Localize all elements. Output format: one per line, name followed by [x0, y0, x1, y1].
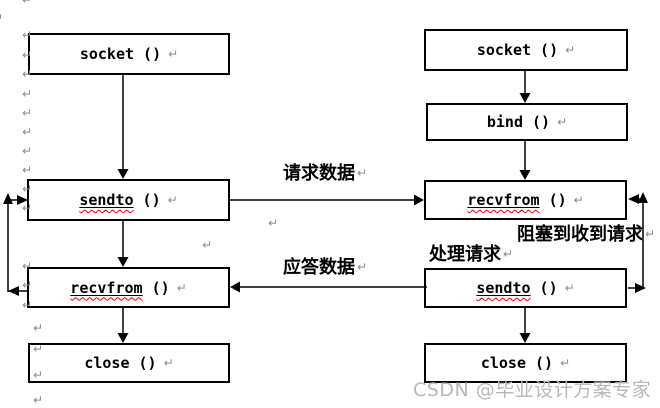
node-label: socket (): [476, 41, 559, 59]
paragraph-mark: ↵: [503, 247, 514, 261]
paragraph-mark: ↵: [168, 47, 179, 61]
paragraph-mark: ↵: [22, 125, 33, 139]
node-server-sendto: sendto () ↵: [424, 268, 627, 308]
node-client-socket: socket () ↵: [28, 33, 230, 75]
paragraph-mark: ↵: [22, 278, 33, 292]
node-client-sendto: sendto () ↵: [27, 179, 230, 221]
label-block-until-request: 阻塞到收到请求↵: [517, 224, 656, 245]
paragraph-mark: ↵: [560, 356, 571, 370]
paragraph-mark: ↵: [22, 298, 33, 312]
arrow-client-sendto-to-recvfrom: [117, 221, 129, 267]
paragraph-mark: ↵: [202, 238, 213, 252]
arrow-client-socket-to-sendto: [117, 75, 129, 179]
paragraph-mark: ↵: [33, 393, 44, 407]
label-request-data: 请求数据↵: [283, 163, 368, 184]
paragraph-mark: ↵: [22, 87, 33, 101]
arrow-server-socket-to-bind: [519, 71, 531, 103]
arrow-server-bind-to-recvfrom: [519, 141, 531, 180]
paragraph-mark: ↵: [163, 356, 174, 370]
node-label: close (): [480, 354, 554, 372]
node-label: recvfrom (): [70, 278, 170, 297]
node-label: close (): [84, 354, 157, 372]
node-client-recvfrom: recvfrom () ↵: [27, 267, 230, 308]
label-process-request: 处理请求↵: [429, 244, 514, 265]
paragraph-mark: ↵: [22, 182, 33, 196]
paragraph-mark: ↵: [176, 280, 187, 295]
paragraph-mark: ↵: [565, 43, 576, 57]
paragraph-mark: ↵: [645, 227, 656, 241]
paragraph-mark: ↵: [268, 216, 279, 230]
arrow-reply-data: [230, 281, 427, 293]
paragraph-mark: ↵: [33, 321, 44, 335]
paragraph-mark: ↵: [22, 259, 33, 273]
paragraph-mark: ↵: [357, 260, 368, 274]
paragraph-mark: ↵: [22, 163, 33, 177]
paragraph-mark: ↵: [33, 368, 44, 382]
arrow-client-recvfrom-to-close: [117, 308, 129, 343]
label-reply-data: 应答数据↵: [283, 257, 368, 278]
paragraph-mark: ↵: [22, 67, 33, 81]
paragraph-mark: ↵: [22, 28, 33, 42]
paragraph-mark: ↵: [22, 144, 33, 158]
node-label: bind (): [486, 113, 551, 131]
node-server-recvfrom: recvfrom () ↵: [424, 180, 627, 220]
arrow-request-data: [230, 194, 424, 206]
node-server-close: close () ↵: [424, 343, 627, 383]
paragraph-mark: ↵: [33, 342, 44, 356]
arrow-server-sendto-to-close: [519, 308, 531, 343]
node-label: sendto (): [476, 279, 558, 297]
paragraph-mark: ↵: [357, 166, 368, 180]
paragraph-mark: ↵: [167, 193, 178, 207]
node-client-close: close () ↵: [28, 343, 230, 383]
paragraph-mark: ↵: [22, 106, 33, 120]
node-server-socket: socket () ↵: [424, 29, 628, 71]
paragraph-mark: ↵: [0, 12, 3, 24]
paragraph-mark: ↵: [22, 48, 33, 62]
node-label: sendto (): [79, 191, 161, 209]
node-label: recvfrom (): [467, 191, 567, 209]
node-label: socket (): [79, 45, 162, 63]
paragraph-mark: ↵: [564, 281, 575, 295]
watermark: CSDN @毕业设计方案专家: [413, 379, 652, 401]
paragraph-mark: ↵: [573, 193, 584, 207]
paragraph-mark: ↵: [22, 0, 33, 7]
paragraph-mark: ↵: [22, 201, 33, 215]
paragraph-mark: ↵: [557, 115, 568, 129]
node-server-bind: bind () ↵: [426, 103, 628, 141]
